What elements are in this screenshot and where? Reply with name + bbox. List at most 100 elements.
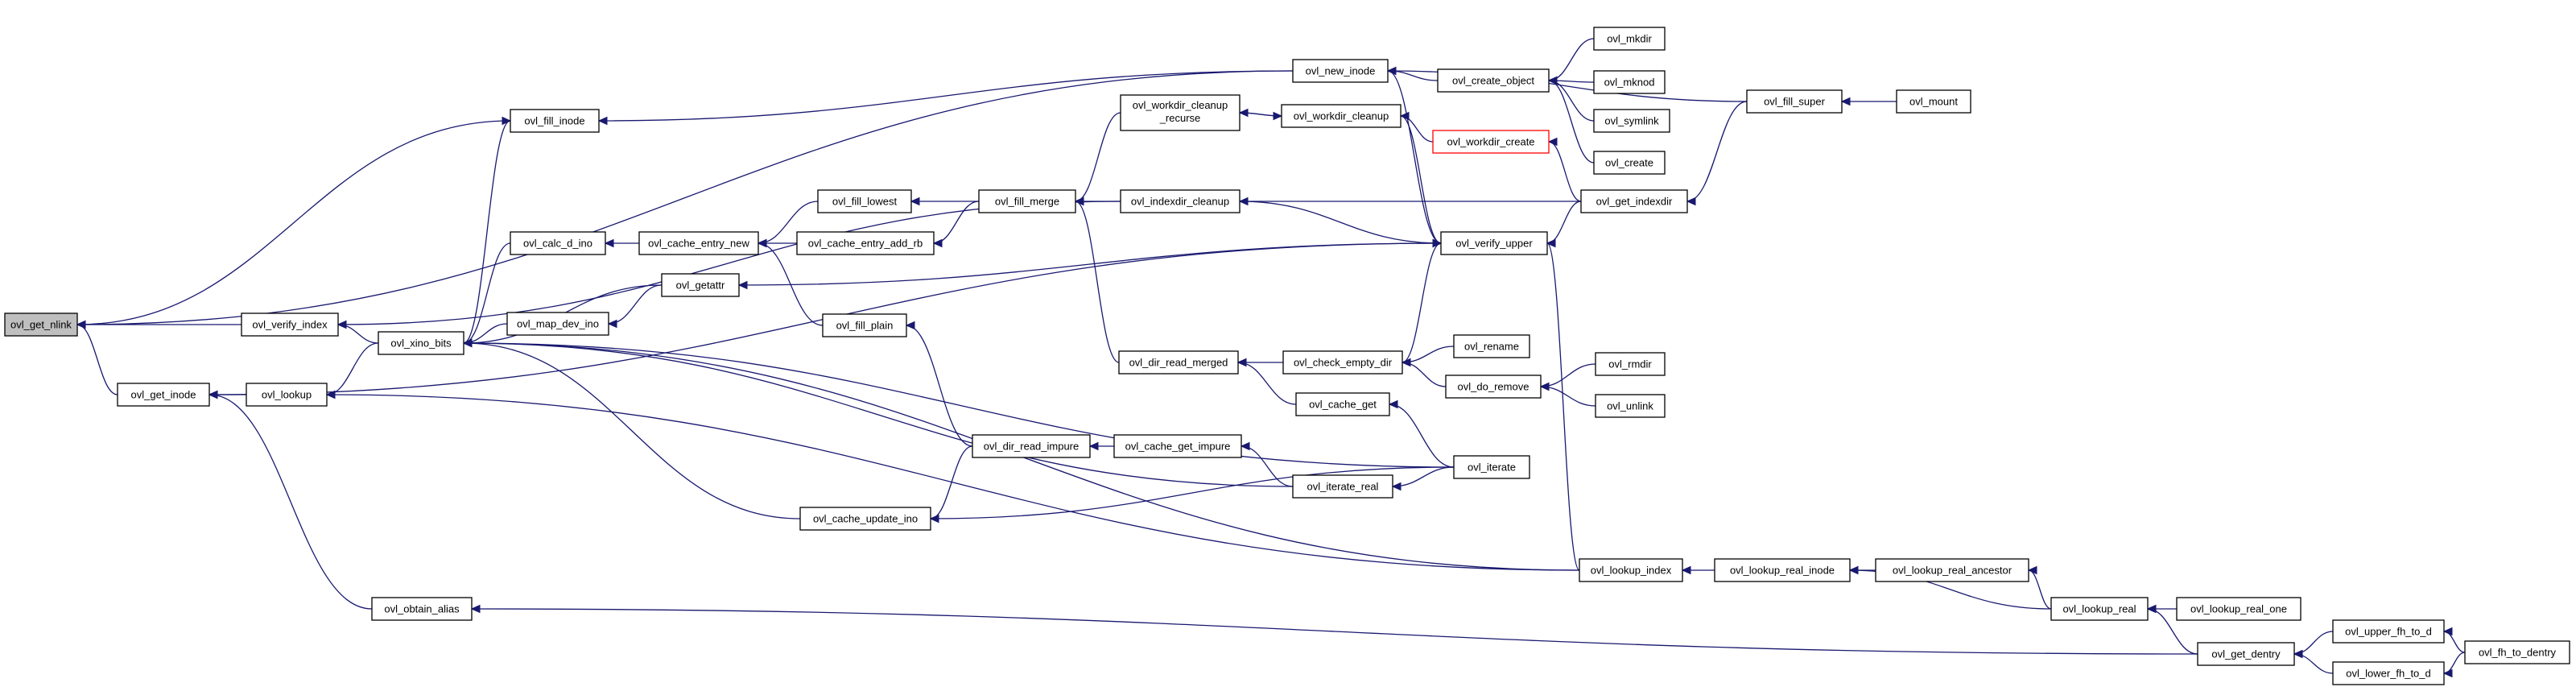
node-label: ovl_workdir_cleanup [1133, 99, 1228, 111]
edge-ovl-get-inode-to-ovl-get-nlink [76, 320, 118, 395]
node-box [510, 109, 600, 133]
node-box [2050, 597, 2149, 621]
node-ovl-verify-index[interactable]: ovl_verify_index [241, 312, 339, 337]
node-ovl-dir-read-impure[interactable]: ovl_dir_read_impure [972, 434, 1091, 458]
node-ovl-create-object[interactable]: ovl_create_object [1437, 68, 1550, 93]
node-box [661, 273, 740, 297]
node-box [1746, 89, 1843, 114]
node-label: ovl_cache_entry_add_rb [808, 238, 923, 250]
node-label: ovl_cache_get [1309, 399, 1377, 411]
node-box [4, 312, 78, 337]
node-label: ovl_obtain_alias [384, 603, 460, 615]
node-ovl-get-indexdir[interactable]: ovl_get_indexdir [1580, 189, 1688, 213]
node-ovl-workdir-cleanup[interactable]: ovl_workdir_cleanup [1281, 104, 1402, 128]
node-box [1580, 189, 1688, 213]
node-ovl-fill-lowest[interactable]: ovl_fill_lowest [817, 189, 912, 213]
node-box [978, 189, 1076, 213]
edge-ovl-unlink-to-ovl-do-remove [1539, 382, 1596, 407]
node-ovl-get-dentry[interactable]: ovl_get_dentry [2197, 642, 2295, 666]
node-ovl-fill-merge[interactable]: ovl_fill_merge [978, 189, 1076, 213]
node-label: ovl_map_dev_ino [517, 318, 599, 330]
node-box [117, 383, 210, 407]
node-box [378, 331, 464, 355]
node-label: ovl_lookup_real [2062, 603, 2136, 615]
edge-ovl-cache-get-to-ovl-dir-read-merged [1236, 358, 1297, 405]
edge-ovl-verify-upper-to-ovl-getattr [737, 242, 1442, 290]
node-ovl-new-inode[interactable]: ovl_new_inode [1292, 59, 1389, 83]
node-ovl-fh-to-dentry[interactable]: ovl_fh_to_dentry [2464, 640, 2570, 664]
node-box [1113, 434, 1242, 458]
node-ovl-iterate[interactable]: ovl_iterate [1453, 455, 1530, 479]
node-ovl-create[interactable]: ovl_create [1593, 151, 1666, 175]
node-ovl-fill-inode[interactable]: ovl_fill_inode [510, 109, 600, 133]
node-label: ovl_getattr [676, 279, 725, 292]
node-ovl-cache-entry-add-rb[interactable]: ovl_cache_entry_add_rb [796, 231, 935, 255]
edge-ovl-indexdir-cleanup-to-ovl-verify-index [336, 201, 1121, 329]
node-ovl-upper-fh-to-d[interactable]: ovl_upper_fh_to_d [2332, 619, 2445, 644]
node-ovl-rmdir[interactable]: ovl_rmdir [1595, 352, 1666, 376]
edge-ovl-new-inode-to-ovl-fill-inode [597, 70, 1294, 126]
node-ovl-rename[interactable]: ovl_rename [1453, 334, 1530, 358]
node-label: ovl_fill_plain [836, 320, 894, 332]
node-label: ovl_dir_read_impure [984, 441, 1080, 453]
node-label: ovl_create_object [1452, 75, 1534, 87]
edge-ovl-iterate-to-ovl-iterate-real [1391, 466, 1455, 491]
node-ovl-calc-d-ino[interactable]: ovl_calc_d_ino [510, 231, 606, 255]
edge-ovl-get-dentry-to-ovl-obtain-alias [470, 604, 2198, 655]
node-ovl-cache-update-ino[interactable]: ovl_cache_update_ino [799, 507, 931, 531]
edge-ovl-get-indexdir-to-ovl-workdir-create [1547, 137, 1582, 202]
node-label: _recurse [1159, 112, 1201, 124]
node-ovl-verify-upper[interactable]: ovl_verify_upper [1440, 231, 1548, 255]
node-ovl-do-remove[interactable]: ovl_do_remove [1445, 375, 1542, 399]
node-ovl-mkdir[interactable]: ovl_mkdir [1593, 27, 1666, 51]
node-ovl-cache-get-impure[interactable]: ovl_cache_get_impure [1113, 434, 1242, 458]
node-ovl-lower-fh-to-d[interactable]: ovl_lower_fh_to_d [2332, 661, 2445, 685]
node-ovl-xino-bits[interactable]: ovl_xino_bits [378, 331, 464, 355]
node-ovl-fill-plain[interactable]: ovl_fill_plain [822, 313, 907, 337]
node-ovl-workdir-create[interactable]: ovl_workdir_create [1432, 130, 1550, 154]
edges-layer [76, 38, 2466, 678]
node-ovl-lookup-index[interactable]: ovl_lookup_index [1579, 558, 1683, 582]
node-ovl-lookup-real[interactable]: ovl_lookup_real [2050, 597, 2149, 621]
node-label: ovl_unlink [1607, 400, 1653, 412]
node-label: ovl_get_nlink [10, 319, 72, 331]
node-ovl-mknod[interactable]: ovl_mknod [1593, 70, 1666, 94]
node-ovl-check-empty-dir[interactable]: ovl_check_empty_dir [1282, 350, 1403, 375]
node-ovl-obtain-alias[interactable]: ovl_obtain_alias [371, 597, 473, 621]
node-box [246, 383, 328, 407]
node-label: ovl_rmdir [1608, 358, 1652, 370]
node-box [1120, 189, 1241, 213]
edge-ovl-get-indexdir-to-ovl-verify-upper [1546, 201, 1582, 248]
edge-ovl-xino-bits-to-ovl-fill-inode [463, 116, 512, 344]
edge-ovl-do-remove-to-ovl-check-empty-dir [1401, 358, 1447, 387]
node-ovl-lookup-real-one[interactable]: ovl_lookup_real_one [2176, 597, 2301, 621]
node-ovl-workdir-cleanup-recurse[interactable]: ovl_workdir_cleanup_recurse [1120, 94, 1241, 131]
node-ovl-lookup[interactable]: ovl_lookup [246, 383, 328, 407]
edge-ovl-get-indexdir-to-ovl-indexdir-cleanup [1238, 197, 1581, 206]
node-box [2332, 619, 2445, 644]
node-ovl-mount[interactable]: ovl_mount [1896, 89, 1971, 114]
node-ovl-cache-entry-new[interactable]: ovl_cache_entry_new [638, 231, 759, 255]
node-box [2464, 640, 2570, 664]
node-ovl-dir-read-merged[interactable]: ovl_dir_read_merged [1118, 350, 1239, 375]
node-ovl-unlink[interactable]: ovl_unlink [1595, 394, 1666, 418]
nodes-layer: ovl_get_nlink ovl_get_inode ovl_verify_ind… [4, 27, 2570, 685]
node-ovl-lookup-real-inode[interactable]: ovl_lookup_real_inode [1714, 558, 1851, 582]
node-label: ovl_do_remove [1458, 381, 1530, 393]
node-ovl-lookup-real-ancestor[interactable]: ovl_lookup_real_ancestor [1875, 558, 2029, 582]
node-ovl-indexdir-cleanup[interactable]: ovl_indexdir_cleanup [1120, 189, 1241, 213]
node-label: ovl_lookup_real_ancestor [1893, 565, 2013, 577]
node-box [1118, 350, 1239, 375]
node-ovl-get-inode[interactable]: ovl_get_inode [117, 383, 210, 407]
node-ovl-symlink[interactable]: ovl_symlink [1593, 109, 1670, 133]
edge-ovl-cache-get-impure-to-ovl-dir-read-impure [1088, 441, 1114, 451]
node-ovl-cache-get[interactable]: ovl_cache_get [1295, 392, 1390, 416]
node-label: ovl_cache_get_impure [1125, 441, 1231, 453]
node-ovl-iterate-real[interactable]: ovl_iterate_real [1292, 474, 1393, 499]
edge-ovl-fh-to-dentry-to-ovl-lower-fh-to-d [2442, 652, 2466, 678]
node-ovl-fill-super[interactable]: ovl_fill_super [1746, 89, 1843, 114]
node-label: ovl_iterate_real [1307, 481, 1379, 493]
node-ovl-get-nlink[interactable]: ovl_get_nlink [4, 312, 78, 337]
node-ovl-map-dev-ino[interactable]: ovl_map_dev_ino [506, 312, 609, 336]
node-ovl-getattr[interactable]: ovl_getattr [661, 273, 740, 297]
